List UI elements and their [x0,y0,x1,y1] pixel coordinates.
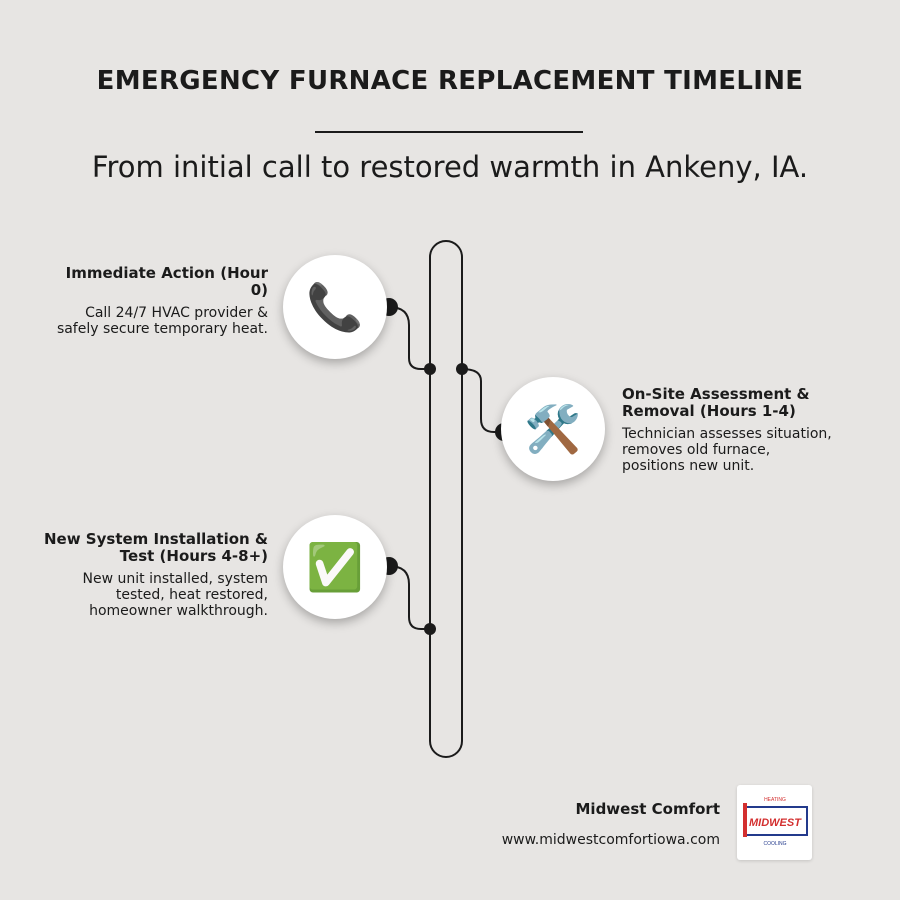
phone-icon: 📞 [306,280,364,334]
svg-text:MIDWEST: MIDWEST [749,817,802,829]
connector-step-3 [388,565,430,630]
junction-dot-step-3 [424,623,436,635]
step-2-heading: On-Site Assessment & Removal (Hours 1-4) [622,385,810,420]
step-2-text: On-Site Assessment & Removal (Hours 1-4)… [622,385,832,475]
step-1-icon-circle: 📞 [283,255,387,359]
junction-dot-step-1 [424,363,436,375]
connector-step-1 [388,306,430,370]
step-1-description: Call 24/7 HVAC provider & safely secure … [56,305,268,337]
step-3-icon-circle: ✅ [283,515,387,619]
midwest-comfort-logo-icon: MIDWEST HEATING COOLING [743,797,808,847]
connector-step-2 [461,368,504,433]
step-3-description: New unit installed, system tested, heat … [82,571,268,619]
company-logo: MIDWEST HEATING COOLING [737,785,812,860]
timeline-track [429,240,463,758]
page-title: EMERGENCY FURNACE REPLACEMENT TIMELINE [96,66,804,96]
junction-dot-step-2 [456,363,468,375]
step-3-text: New System Installation & Test (Hours 4-… [43,530,268,620]
checkmark-icon: ✅ [306,540,364,594]
step-2-description: Technician assesses situation, removes o… [622,426,832,474]
step-1-heading: Immediate Action (Hour 0) [65,264,268,299]
step-3-heading: New System Installation & Test (Hours 4-… [44,530,268,565]
svg-text:COOLING: COOLING [763,841,786,847]
company-name: Midwest Comfort [575,800,721,818]
step-1-text: Immediate Action (Hour 0) Call 24/7 HVAC… [53,264,268,338]
title-divider [315,131,583,133]
svg-text:HEATING: HEATING [764,797,786,803]
company-url[interactable]: www.midwestcomfortiowa.com [501,832,720,848]
tools-icon: 🛠️ [524,402,582,456]
page-subtitle: From initial call to restored warmth in … [91,150,809,184]
step-2-icon-circle: 🛠️ [501,377,605,481]
